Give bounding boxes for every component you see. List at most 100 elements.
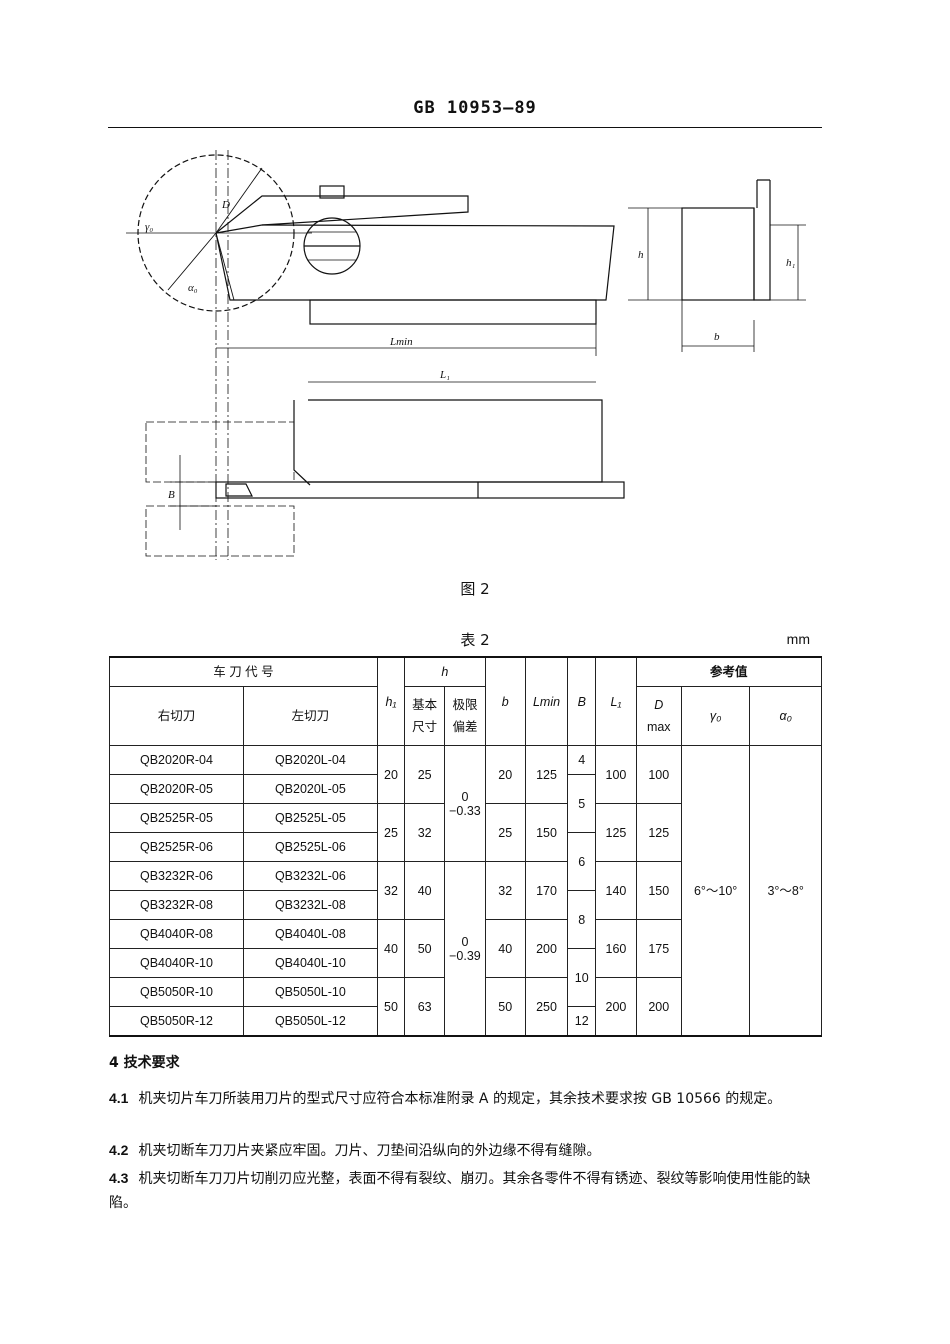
cell-h-basic: 50 <box>404 919 446 978</box>
cell-left: QB3232L-08 <box>242 890 378 920</box>
th-h-label: h <box>441 665 449 679</box>
cell-right: QB2020R-05 <box>109 774 244 804</box>
cell-left: QB5050L-12 <box>242 1006 378 1037</box>
figure-caption: 图 2 <box>460 580 490 598</box>
label-B: B <box>168 489 175 501</box>
table-row: QB2020R-04 QB2020L-04 20 25 0−0.33 20 12… <box>109 745 822 1037</box>
table-2: 车 刀 代 号 h₁ h b Lmin B L₁ 参考值 右切刀 左切刀 基本尺… <box>109 656 823 1037</box>
plan-blade <box>215 481 625 499</box>
label-h: h <box>638 249 644 261</box>
table-unit: mm <box>786 631 810 647</box>
cell-D: 200 <box>635 977 682 1037</box>
tol-lower: −0.39 <box>449 948 481 963</box>
th-h-tol: 极限偏差 <box>444 686 486 746</box>
cell-left: QB4040L-08 <box>242 919 378 949</box>
label-gamma: γ₀ <box>145 221 153 233</box>
th-h1-label: h₁ <box>385 694 397 709</box>
th-left: 左切刀 <box>242 686 378 746</box>
th-code: 车 刀 代 号 <box>109 656 378 687</box>
cell-Lmin: 250 <box>524 977 569 1037</box>
th-B: B <box>567 656 597 746</box>
header-rule <box>108 127 822 128</box>
cell-Lmin: 200 <box>524 919 569 978</box>
item-number: 4.3 <box>109 1170 129 1186</box>
item-number: 4.1 <box>109 1090 129 1106</box>
cell-L1: 100 <box>595 745 637 804</box>
table-row: QB5050R-10 QB5050L-10 50 63 50 250 200 2… <box>109 977 822 1037</box>
cell-h1: 25 <box>376 803 406 862</box>
cell-h1: 40 <box>376 919 406 978</box>
table-row: QB4040R-10 QB4040L-10 10 <box>109 948 822 1007</box>
label-L1: L₁ <box>439 369 450 381</box>
table-row: QB2525R-05 QB2525L-05 25 32 25 150 125 1… <box>109 803 822 862</box>
cell-b: 25 <box>484 803 526 862</box>
th-Lmin: Lmin <box>524 656 569 746</box>
tol-lower: −0.33 <box>449 803 481 818</box>
th-b: b <box>484 656 526 746</box>
cell-h-tol: 0−0.33 <box>444 745 486 862</box>
item-number: 4.2 <box>109 1142 129 1158</box>
cell-right: QB3232R-08 <box>109 890 244 920</box>
table-row: QB2525R-06 QB2525L-06 6 <box>109 832 822 891</box>
cell-Lmin: 150 <box>524 803 569 862</box>
label-b: b <box>714 331 720 343</box>
label-h1: h₁ <box>786 257 796 269</box>
cell-B: 5 <box>567 774 597 833</box>
cell-h1: 20 <box>376 745 406 804</box>
item-text: 机夹切断车刀刀片切削刃应光整，表面不得有裂纹、崩刃。其余各零件不得有锈迹、裂纹等… <box>109 1171 811 1211</box>
cell-b: 50 <box>484 977 526 1037</box>
cell-alpha: 3°～8° <box>749 745 822 1037</box>
th-D-label: D <box>654 698 664 712</box>
th-right: 右切刀 <box>109 686 244 746</box>
cell-Lmin: 170 <box>524 861 569 920</box>
cell-h1: 32 <box>376 861 406 920</box>
table-row: QB3232R-06 QB3232L-06 32 40 0−0.39 32 17… <box>109 861 822 1037</box>
side-view <box>681 207 755 301</box>
th-L1-label: L₁ <box>610 694 622 709</box>
cell-right: QB4040R-10 <box>109 948 244 978</box>
label-Lmin: Lmin <box>389 336 413 348</box>
th-D-sub: max <box>646 720 671 734</box>
cell-h1: 50 <box>376 977 406 1037</box>
cell-L1: 125 <box>595 803 637 862</box>
cell-b: 20 <box>484 745 526 804</box>
cell-D: 150 <box>635 861 682 920</box>
tol-upper: 0 <box>461 934 469 949</box>
cell-right: QB5050R-10 <box>109 977 244 1007</box>
cell-L1: 200 <box>595 977 637 1037</box>
cell-gamma: 6°～10° <box>680 745 751 1037</box>
th-alpha-label: α₀ <box>779 709 792 723</box>
table-row: QB4040R-08 QB4040L-08 40 50 40 200 160 1… <box>109 919 822 978</box>
table-row: QB3232R-08 QB3232L-08 8 <box>109 890 822 949</box>
th-ref: 参考值 <box>635 656 823 687</box>
th-Lmin-label: Lmin <box>532 694 561 709</box>
cell-h-basic: 25 <box>404 745 446 804</box>
cell-right: QB4040R-08 <box>109 919 244 949</box>
cell-L1: 160 <box>595 919 637 978</box>
cell-right: QB2020R-04 <box>109 745 244 775</box>
standard-header: GB 10953—89 <box>413 98 537 118</box>
cell-left: QB2020L-04 <box>242 745 378 775</box>
cell-left: QB3232L-06 <box>242 861 378 891</box>
tol-upper: 0 <box>461 789 469 804</box>
cell-right: QB5050R-12 <box>109 1006 244 1037</box>
cell-h-basic: 32 <box>404 803 446 862</box>
cell-right: QB2525R-06 <box>109 832 244 862</box>
th-B-label: B <box>577 694 586 709</box>
th-h-basic: 基本尺寸 <box>404 686 446 746</box>
label-alpha: α₀ <box>188 282 198 294</box>
section-title: 4 技术要求 <box>109 1055 180 1071</box>
th-gamma-label: γ₀ <box>709 709 722 723</box>
table-body: QB2020R-04 QB2020L-04 20 25 0−0.33 20 12… <box>109 745 822 1037</box>
cell-B: 12 <box>567 1006 597 1037</box>
cell-left: QB2525L-05 <box>242 803 378 833</box>
th-h1: h₁ <box>376 656 406 746</box>
cell-left: QB4040L-10 <box>242 948 378 978</box>
cell-D: 125 <box>635 803 682 862</box>
cell-D: 175 <box>635 919 682 978</box>
cell-D: 100 <box>635 745 682 804</box>
th-L1: L₁ <box>595 656 637 746</box>
